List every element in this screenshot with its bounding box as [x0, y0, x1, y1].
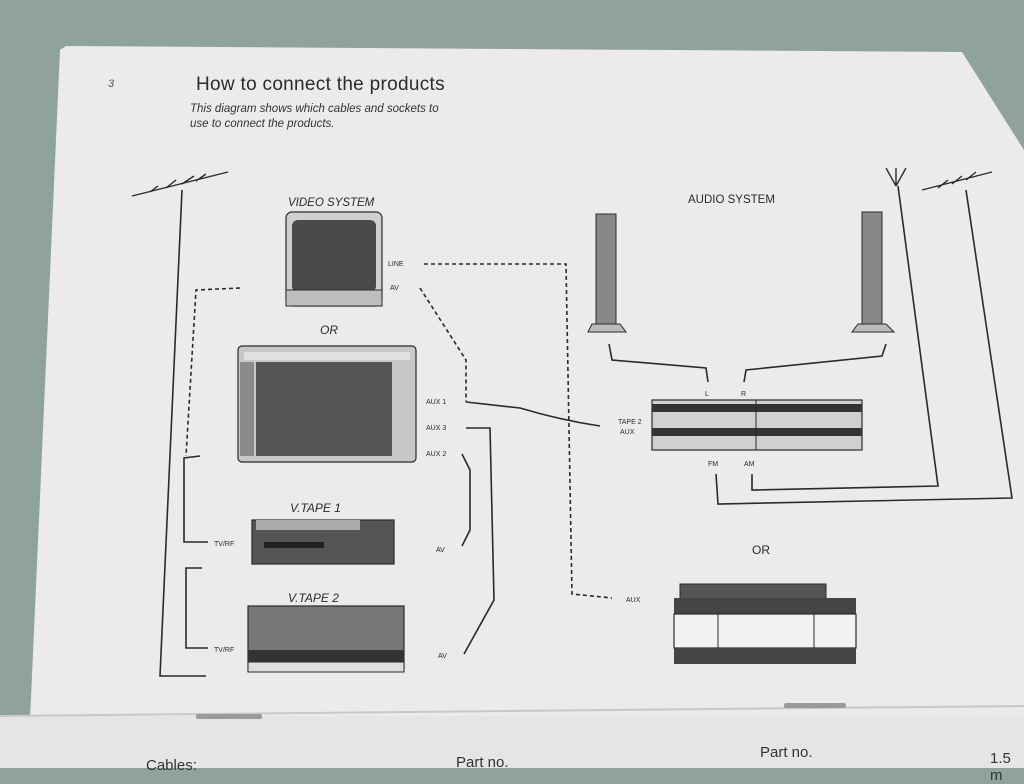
audio-receiver: [651, 399, 863, 451]
aux3-label: AUX 3: [426, 425, 446, 432]
fm-label: FM: [708, 461, 718, 468]
tape2-label: TAPE 2: [618, 419, 642, 426]
vtape2-av-label: AV: [438, 653, 447, 660]
audio-aux-label: AUX: [626, 597, 641, 604]
vtape2-recorder: [247, 605, 405, 673]
tv-set: [285, 211, 383, 307]
antenna-right-icon: [921, 171, 993, 191]
cables-heading: Cables:: [146, 757, 197, 774]
audio-alt-unit: [673, 583, 857, 664]
cable-length: 1.5 m: [990, 750, 1011, 784]
vtape2-label: V.TAPE 2: [288, 591, 339, 605]
vtape1-av-label: AV: [436, 547, 445, 554]
aux2-label: AUX 2: [426, 451, 446, 458]
dashed-cables: [185, 263, 613, 599]
monitor-tv: [237, 345, 417, 463]
bottom-page-strip: [0, 716, 1024, 768]
speaker-left-label: L: [705, 391, 709, 398]
page-subtitle: This diagram shows which cables and sock…: [190, 103, 439, 130]
page-number: 3: [108, 78, 115, 90]
vtape2-tvrf-label: TV/RF: [214, 647, 234, 654]
tape2-aux-label: AUX: [620, 429, 635, 436]
vtape1-recorder: [251, 519, 395, 565]
tv-line-label: LINE: [388, 261, 404, 268]
page-title: How to connect the products: [196, 74, 445, 95]
vtape1-label: V.TAPE 1: [290, 501, 341, 515]
antenna-left-icon: [131, 171, 229, 197]
am-label: AM: [744, 461, 755, 468]
staple-left: [196, 714, 262, 719]
cables: [159, 185, 1013, 677]
part-no-right: Part no.: [760, 744, 813, 761]
audio-system-heading: AUDIO SYSTEM: [688, 194, 775, 206]
staple-right: [784, 703, 846, 708]
page-fold: [0, 705, 1024, 717]
tv-av-label: AV: [390, 285, 399, 292]
fm-aerial-icon: [885, 167, 907, 187]
video-system-heading: VIDEO SYSTEM: [288, 197, 375, 209]
vtape1-tvrf-label: TV/RF: [214, 541, 234, 548]
speaker-left-icon: [587, 213, 627, 333]
speaker-right-label: R: [741, 391, 746, 398]
aux1-label: AUX 1: [426, 399, 446, 406]
audio-or-label: OR: [752, 543, 770, 557]
speaker-right-icon: [851, 211, 896, 333]
video-or-label: OR: [320, 323, 338, 337]
manual-page-scene: VIDEO SYSTEM OR LINE AV AUX 1 AUX 3 AUX …: [0, 46, 1024, 768]
part-no-left: Part no.: [456, 754, 509, 771]
